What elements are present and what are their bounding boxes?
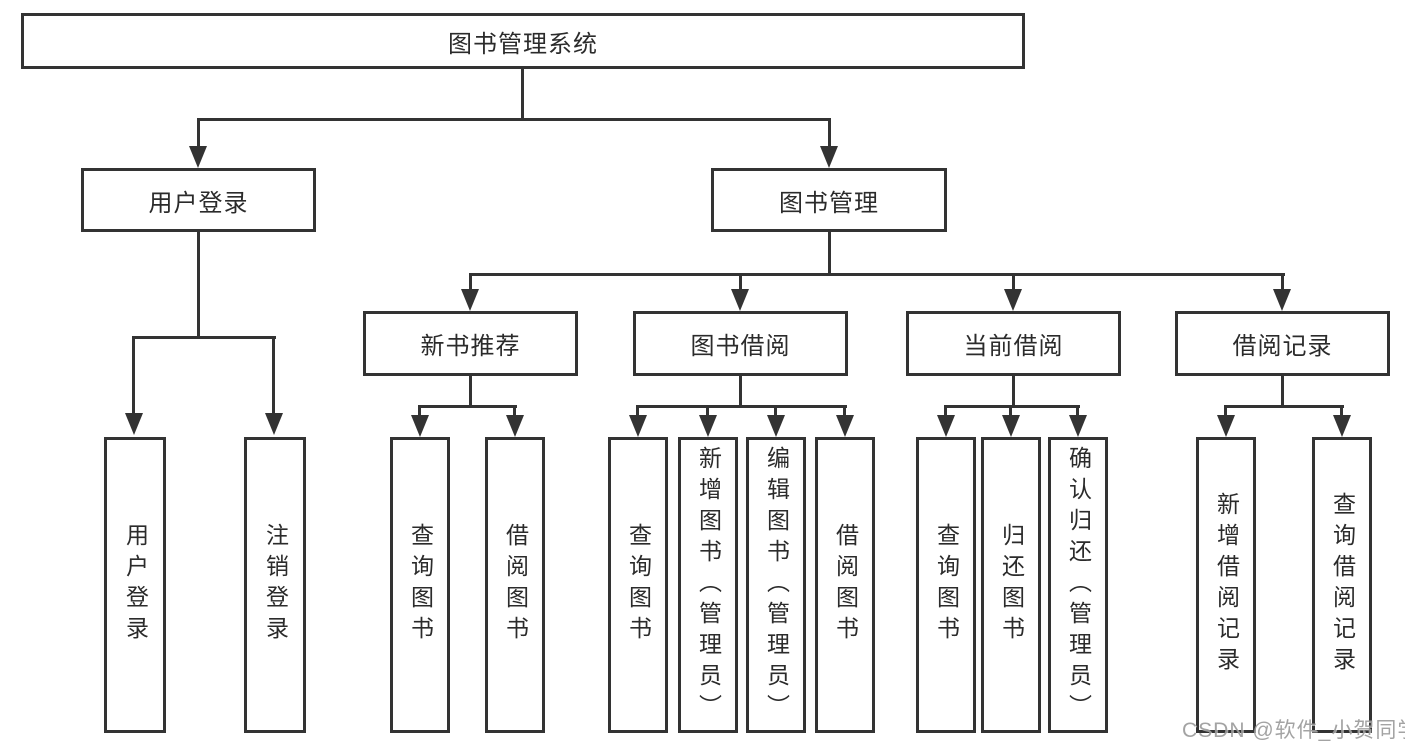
connector-branchD-vline [1281,376,1284,408]
connector-leaf-drop [774,405,777,417]
connector-branchA-hline [418,405,517,408]
arrow-down-icon [731,289,749,311]
leaf-logout: 注销登录 [244,437,306,733]
arrow-down-icon [1217,415,1235,437]
node-user-login: 用户登录 [81,168,316,232]
connector-branchB-vline [739,376,742,408]
csdn-watermark: CSDN @软件_小贺同学 [1182,719,1405,742]
arrow-down-icon [767,415,785,437]
connector-leaf-drop [132,336,135,415]
node-label: 用户登录 [148,189,249,217]
connector-root-vline [521,69,524,118]
leaf-edit-books-admin: 编辑图书（管理员） [746,437,806,733]
connector-leaf-drop [1076,405,1079,417]
leaf-confirm-return-admin: 确认归还（管理员） [1048,437,1108,733]
leaf-label: 确认归还（管理员） [1065,445,1092,725]
arrow-down-icon [1069,415,1087,437]
leaf-borrow-books: 借阅图书 [815,437,875,733]
leaf-label: 查询图书 [933,523,960,647]
connector-leaf-drop [272,336,275,415]
connector-level3-drop [1281,273,1284,291]
leaf-query-books-recommend: 查询图书 [390,437,450,733]
arrow-down-icon [1002,415,1020,437]
arrow-down-icon [699,415,717,437]
leaf-label: 新增图书（管理员） [695,445,722,725]
leaf-add-borrow-record: 新增借阅记录 [1196,437,1256,733]
connector-leaf-drop [944,405,947,417]
connector-level3-drop [739,273,742,291]
connector-leaf-drop [513,405,516,417]
arrow-down-icon [265,413,283,435]
connector-level2-hline [197,118,831,121]
connector-level3-drop [469,273,472,291]
node-label: 图书管理系统 [448,30,598,58]
leaf-label: 查询图书 [407,523,434,647]
connector-mgmt-branch-vline [828,232,831,276]
connector-user-branch-hline [132,336,276,339]
arrow-down-icon [836,415,854,437]
arrow-down-icon [189,146,207,168]
leaf-borrow-books-recommend: 借阅图书 [485,437,545,733]
arrow-down-icon [506,415,524,437]
arrow-down-icon [820,146,838,168]
connector-book-mgmt-drop [828,118,831,150]
arrow-down-icon [411,415,429,437]
connector-leaf-drop [706,405,709,417]
connector-branchA-vline [469,376,472,408]
node-new-book-recommend: 新书推荐 [363,311,578,376]
arrow-down-icon [461,289,479,311]
connector-leaf-drop [1224,405,1227,417]
connector-leaf-drop [1009,405,1012,417]
leaf-label: 归还图书 [998,523,1025,647]
leaf-query-borrow-record: 查询借阅记录 [1312,437,1372,733]
connector-level3-hline [469,273,1285,276]
connector-leaf-drop [418,405,421,417]
arrow-down-icon [629,415,647,437]
leaf-label: 用户登录 [122,523,149,647]
leaf-label: 借阅图书 [502,523,529,647]
node-book-management: 图书管理 [711,168,947,232]
node-library-management-system: 图书管理系统 [21,13,1025,69]
node-label: 当前借阅 [963,333,1064,360]
leaf-label: 借阅图书 [832,523,859,647]
connector-user-branch-vline [197,232,200,336]
connector-user-login-drop [197,118,200,150]
leaf-query-books-current: 查询图书 [916,437,976,733]
leaf-label: 查询图书 [625,523,652,647]
connector-leaf-drop [843,405,846,417]
leaf-user-login: 用户登录 [104,437,166,733]
arrow-down-icon [125,413,143,435]
node-current-borrow: 当前借阅 [906,311,1121,376]
connector-level3-drop [1012,273,1015,291]
leaf-label: 编辑图书（管理员） [763,445,790,725]
connector-branchD-hline [1224,405,1344,408]
node-label: 图书借阅 [690,333,791,360]
arrow-down-icon [1004,289,1022,311]
node-label: 图书管理 [779,189,879,217]
node-label: 新书推荐 [420,333,521,360]
leaf-add-books-admin: 新增图书（管理员） [678,437,738,733]
connector-leaf-drop [1340,405,1343,417]
leaf-label: 注销登录 [262,523,289,647]
connector-leaf-drop [636,405,639,417]
arrow-down-icon [937,415,955,437]
leaf-query-books-borrow: 查询图书 [608,437,668,733]
connector-branchB-hline [636,405,847,408]
arrow-down-icon [1273,289,1291,311]
connector-branchC-vline [1012,376,1015,408]
node-borrow-record: 借阅记录 [1175,311,1390,376]
leaf-label: 新增借阅记录 [1213,492,1240,678]
node-label: 借阅记录 [1232,333,1333,360]
connector-branchC-hline [944,405,1080,408]
node-book-borrow: 图书借阅 [633,311,848,376]
leaf-return-books: 归还图书 [981,437,1041,733]
leaf-label: 查询借阅记录 [1329,492,1356,678]
arrow-down-icon [1333,415,1351,437]
